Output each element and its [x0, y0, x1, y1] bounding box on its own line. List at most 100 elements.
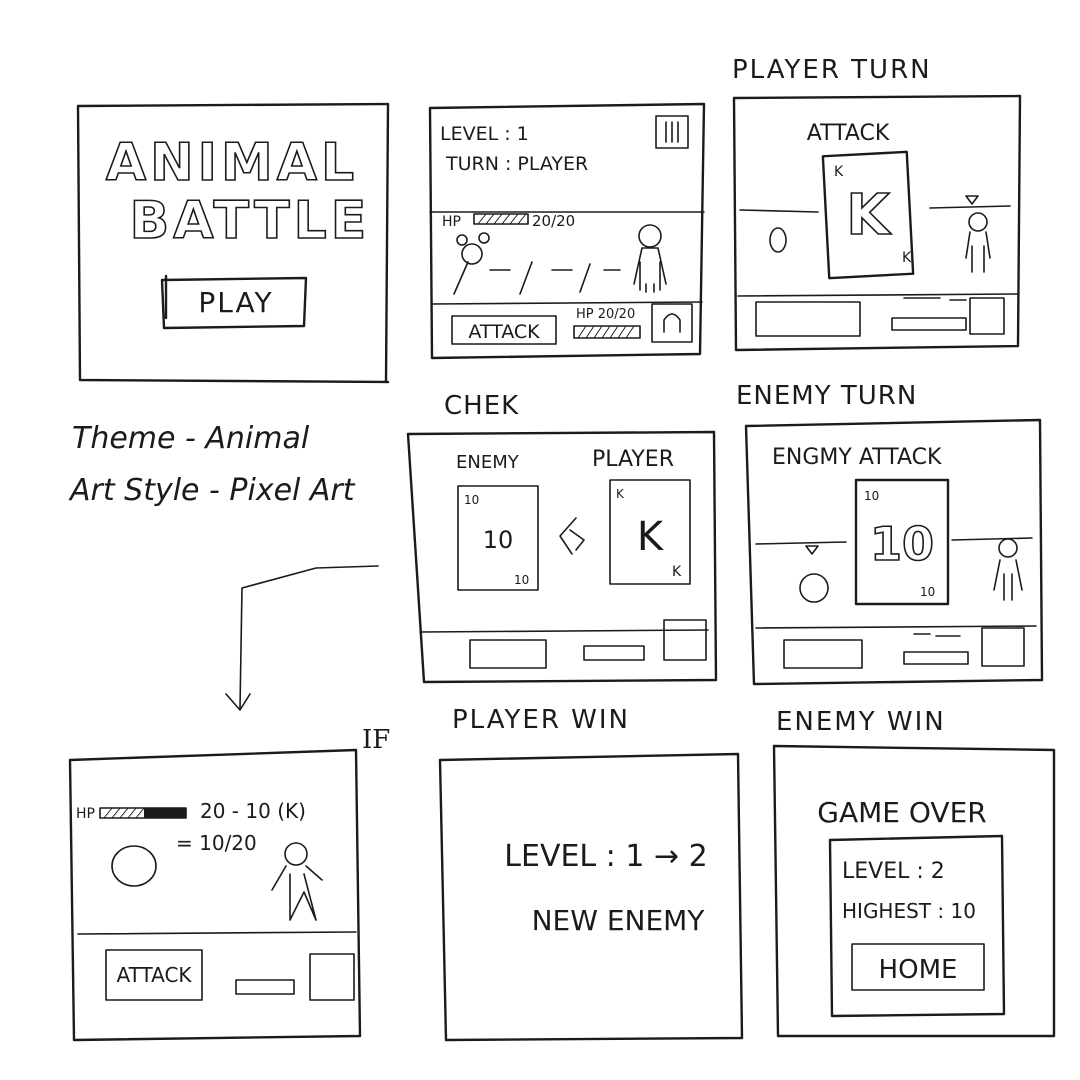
avatar-placeholder[interactable]: [309, 953, 355, 1001]
compare-icon-detail: [569, 529, 585, 551]
game-title-line1: ANIMAL: [106, 133, 358, 193]
divider: [431, 301, 703, 305]
attack-button-label: ATTACK: [116, 963, 192, 987]
attack-card: 10 10 10: [854, 478, 950, 606]
play-button[interactable]: PLAY: [160, 274, 308, 330]
card-value: K: [637, 514, 665, 560]
turn-text: TURN : PLAYER: [445, 153, 588, 175]
enemy-hp-label: HP: [442, 214, 461, 230]
avatar-icon: [663, 313, 681, 333]
avatar-placeholder[interactable]: [663, 619, 707, 661]
divider: [77, 931, 357, 935]
attack-button[interactable]: ATTACK: [105, 949, 203, 1001]
hp-bar-placeholder: [891, 317, 967, 331]
enemy-label: ENEMY: [456, 452, 520, 473]
player-head: [998, 538, 1018, 558]
avatar-placeholder[interactable]: [969, 297, 1005, 335]
level-change-text: LEVEL : 1 → 2: [504, 839, 707, 874]
attack-button[interactable]: ATTACK: [451, 315, 557, 345]
divider: [755, 625, 1037, 629]
design-notes: Theme - Animal Art Style - Pixel Art: [68, 421, 356, 508]
panel-frame: [772, 744, 1056, 1038]
card-corner-bottom: 10: [514, 573, 529, 587]
game-title-line2: BATTLE: [130, 191, 371, 251]
attack-heading: ATTACK: [807, 121, 890, 146]
player-turn-caption: PLAYER TURN: [732, 55, 932, 85]
action-button-placeholder[interactable]: [755, 301, 861, 337]
divider: [737, 293, 1019, 297]
attack-button-frame: [105, 949, 203, 1001]
action-button-placeholder[interactable]: [783, 639, 863, 669]
hp-result: = 10/20: [176, 831, 257, 855]
panel-frame: [744, 418, 1044, 686]
game-over-title: GAME OVER: [817, 796, 986, 829]
enemy-card: 10 10 10: [457, 485, 539, 591]
enemy-attack-heading: ENGMY ATTACK: [772, 445, 942, 470]
enemy-sprite: [799, 573, 829, 603]
player-win-panel: LEVEL : 1 → 2 NEW ENEMY: [438, 752, 744, 1042]
panel-frame: [68, 748, 362, 1042]
pause-icon: [665, 121, 679, 143]
panel-frame: [732, 94, 1022, 352]
card-frame: [609, 479, 691, 585]
card-corner-top: K: [616, 487, 625, 501]
avatar-placeholder[interactable]: [981, 627, 1025, 667]
enemy-turn-panel: ENGMY ATTACK 10 10 10: [744, 418, 1044, 686]
home-button-label: HOME: [879, 955, 958, 985]
enemy-turn-caption: ENEMY TURN: [736, 381, 917, 411]
pause-button-frame: [655, 115, 689, 149]
player-label: PLAYER: [592, 447, 674, 472]
divider: [419, 629, 709, 633]
player-head: [284, 842, 308, 866]
player-head: [968, 212, 988, 232]
card-rank: K: [846, 183, 892, 248]
enemy-ear: [456, 234, 468, 246]
level-text: LEVEL : 1: [440, 123, 529, 145]
card-frame: [821, 150, 915, 280]
play-button-label: PLAY: [198, 286, 273, 319]
ground-line: [739, 205, 1011, 213]
highest-score-text: HIGHEST : 10: [842, 899, 976, 923]
card-value: 10: [870, 517, 934, 571]
player-body: [965, 231, 991, 273]
title-screen-panel: ANIMAL BATTLE PLAY: [76, 102, 390, 384]
player-sprite: [965, 212, 991, 273]
player-hp-text: HP 20/20: [576, 307, 635, 322]
card-corner-top: K: [834, 164, 844, 180]
home-button-frame: [851, 943, 985, 991]
attack-card: K K K: [821, 150, 915, 280]
player-turn-panel: ATTACK K K K: [732, 94, 1022, 352]
home-button[interactable]: HOME: [851, 943, 985, 991]
enemy-sprite: [456, 232, 490, 265]
enemy-body: [461, 243, 483, 265]
panel-frame: [428, 102, 706, 360]
hp-bar-fill: [577, 325, 635, 339]
ground-dashes: [453, 261, 621, 295]
player-body: [271, 865, 323, 921]
hp-bar-placeholder: [583, 645, 645, 661]
player-sprite: [993, 538, 1023, 601]
hp-bar: [99, 807, 187, 819]
card-corner-bottom: K: [672, 564, 682, 580]
card-frame: [854, 478, 950, 606]
player-body: [633, 247, 667, 293]
player-hp-bar: [573, 325, 641, 339]
if-caption: IF: [362, 725, 390, 755]
action-button-placeholder[interactable]: [469, 639, 547, 669]
game-screen-panel: LEVEL : 1 TURN : PLAYER HP 20/20 ATTACK …: [428, 102, 706, 360]
hp-label: HP: [76, 806, 95, 822]
pause-button[interactable]: [655, 115, 689, 149]
player-avatar-button[interactable]: [651, 303, 693, 343]
compare-icon: [559, 517, 577, 555]
panel-frame: [406, 430, 718, 684]
hp-bar-lost: [144, 808, 186, 818]
check-panel: ENEMY PLAYER 10 10 10 K K K: [406, 430, 718, 684]
art-style-note: Art Style - Pixel Art: [68, 473, 356, 508]
hp-bar-frame: [573, 325, 641, 339]
hp-bar-placeholder: [235, 979, 295, 995]
play-button-frame: [160, 274, 308, 330]
hp-bar-fill: [103, 807, 145, 819]
panel-frame: [438, 752, 744, 1042]
hp-calculation: 20 - 10 (K): [200, 799, 306, 823]
